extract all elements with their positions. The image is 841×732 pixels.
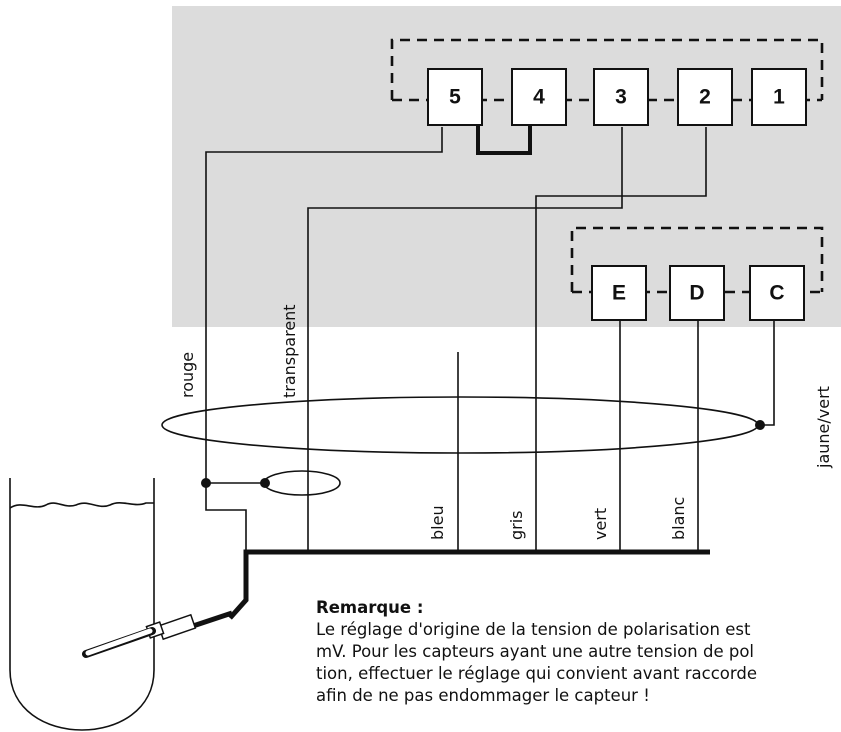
terminal-5: 5 (427, 68, 483, 126)
remark-line: Le réglage d'origine de la tension de po… (316, 620, 751, 639)
remark-note: Remarque : Le réglage d'origine de la te… (316, 597, 841, 707)
terminal-E: E (591, 265, 647, 321)
sensor-cable-bus (228, 549, 710, 620)
sensor-probe (82, 610, 233, 658)
label-jaune-vert: jaune/vert (814, 386, 833, 469)
svg-text:5: 5 (449, 86, 461, 109)
svg-text:2: 2 (699, 86, 711, 109)
wire-transparent (307, 127, 623, 552)
remark-line: mV. Pour les capteurs ayant une autre te… (316, 642, 755, 661)
wire-gris (535, 127, 707, 552)
label-vert: vert (591, 508, 610, 540)
terminal-3: 3 (593, 68, 649, 126)
remark-line: afin de ne pas endommager le capteur ! (316, 686, 650, 705)
terminal-1: 1 (751, 68, 807, 126)
jumper-5-4 (476, 125, 532, 155)
wire-jaune-vert (760, 320, 775, 426)
small-shield-loop (263, 470, 341, 496)
junction-dot (260, 478, 270, 488)
svg-text:C: C (769, 282, 784, 305)
device-housing (172, 6, 841, 327)
cable-shield-ellipse (161, 396, 759, 454)
liquid-surface (9, 502, 154, 509)
label-gris: gris (507, 510, 526, 540)
svg-text:3: 3 (615, 86, 627, 109)
junction-dot (201, 478, 211, 488)
wire-rouge (205, 127, 443, 552)
svg-text:4: 4 (533, 86, 545, 109)
label-transparent: transparent (280, 304, 299, 398)
terminal-C: C (749, 265, 805, 321)
svg-text:E: E (612, 282, 626, 305)
svg-text:1: 1 (773, 86, 785, 109)
svg-text:D: D (689, 282, 704, 305)
label-bleu: bleu (428, 505, 447, 540)
top-terminal-group-outline (390, 38, 824, 100)
terminal-D: D (669, 265, 725, 321)
vessel (9, 478, 155, 731)
terminal-4: 4 (511, 68, 567, 126)
label-blanc: blanc (669, 497, 688, 540)
label-rouge: rouge (178, 352, 197, 398)
terminal-2: 2 (677, 68, 733, 126)
bottom-terminal-group-outline (570, 226, 824, 292)
remark-title: Remarque : (316, 598, 424, 617)
junction-dot (755, 420, 765, 430)
remark-line: tion, effectuer le réglage qui convient … (316, 664, 758, 683)
